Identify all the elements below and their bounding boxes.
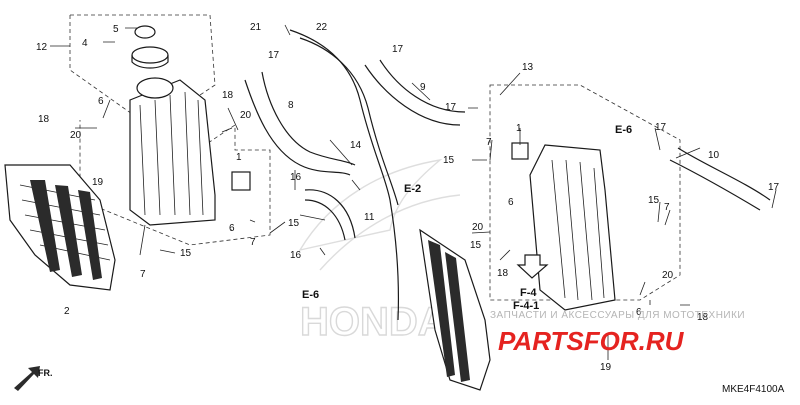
part-label-6-d[interactable]: 6: [636, 307, 642, 318]
group-outline-12-top: [70, 14, 216, 96]
watermark-tagline: ЗАПЧАСТИ И АКСЕССУАРЫ ДЛЯ МОТОТЕХНИКИ: [490, 310, 745, 321]
ref-e2[interactable]: E-2: [404, 183, 421, 195]
hose-9: [364, 64, 461, 126]
part-label-17-e[interactable]: 17: [768, 182, 780, 193]
part-label-16-a[interactable]: 16: [290, 172, 302, 183]
part-label-5[interactable]: 5: [113, 24, 119, 35]
right-radiator: [511, 142, 616, 311]
part-label-4[interactable]: 4: [82, 38, 88, 49]
part-label-15-e[interactable]: 15: [470, 240, 482, 251]
part-label-17-c[interactable]: 17: [445, 102, 457, 113]
part-label-20-d[interactable]: 20: [662, 270, 674, 281]
part-label-18-b[interactable]: 18: [222, 90, 234, 101]
part-label-15-b[interactable]: 15: [180, 248, 192, 259]
radiator-cap: [131, 25, 169, 69]
part-label-9[interactable]: 9: [420, 82, 426, 93]
right-shroud: [419, 228, 491, 391]
left-shroud: [4, 164, 116, 291]
part-label-17-d[interactable]: 17: [655, 122, 667, 133]
part-label-17-a[interactable]: 17: [268, 50, 280, 61]
part-label-7-a[interactable]: 7: [250, 237, 256, 248]
part-label-16-b[interactable]: 16: [290, 250, 302, 261]
part-number-labels: 5 4 12 6 18 20 19 2 18 20 1 6 7 15 7 15 …: [36, 22, 780, 373]
diagram-code: MKE4F4100A: [722, 384, 785, 395]
part-label-15-d[interactable]: 15: [648, 195, 660, 206]
left-damper-block: [231, 171, 251, 191]
watermark-site: PARTSFOR.RU: [498, 326, 685, 356]
part-label-18-c[interactable]: 18: [497, 268, 509, 279]
front-direction-label: FR.: [38, 368, 53, 378]
part-label-12[interactable]: 12: [36, 42, 48, 53]
part-label-19-b[interactable]: 19: [600, 362, 612, 373]
part-label-10[interactable]: 10: [708, 150, 720, 161]
reference-labels: E-2 E-6 E-6 F-4 F-4-1 FR.: [38, 124, 632, 378]
part-label-6-b[interactable]: 6: [229, 223, 235, 234]
part-label-1-b[interactable]: 1: [516, 123, 522, 134]
ref-f4[interactable]: F-4: [520, 287, 537, 299]
f4-arrow: [516, 254, 549, 279]
right-damper-block: [511, 142, 529, 160]
part-label-7-b[interactable]: 7: [140, 269, 146, 280]
part-label-13[interactable]: 13: [522, 62, 534, 73]
hose-8: [244, 79, 351, 176]
hose-22: [289, 29, 400, 321]
part-label-17-b[interactable]: 17: [392, 44, 404, 55]
part-label-22[interactable]: 22: [316, 22, 328, 33]
group-outline-13: [489, 84, 681, 301]
part-label-15-a[interactable]: 15: [288, 218, 300, 229]
part-label-14[interactable]: 14: [350, 140, 362, 151]
part-label-7-c[interactable]: 7: [486, 137, 492, 148]
hose-11: [304, 199, 346, 241]
part-label-1-a[interactable]: 1: [236, 152, 242, 163]
part-label-11[interactable]: 11: [364, 212, 375, 223]
part-label-7-d[interactable]: 7: [664, 202, 670, 213]
part-label-2[interactable]: 2: [64, 306, 70, 317]
part-label-19-a[interactable]: 19: [92, 177, 104, 188]
front-arrow: [14, 366, 40, 391]
part-label-20-c[interactable]: 20: [472, 222, 484, 233]
part-label-8[interactable]: 8: [288, 100, 294, 111]
part-label-6-a[interactable]: 6: [98, 96, 104, 107]
part-label-21[interactable]: 21: [250, 22, 262, 33]
part-label-15-c[interactable]: 15: [443, 155, 455, 166]
honda-wing-watermark: HONDA: [298, 158, 461, 345]
leader-lines: [50, 24, 777, 360]
part-label-18-d[interactable]: 18: [697, 312, 709, 323]
part-label-6-c[interactable]: 6: [508, 197, 514, 208]
part-label-20-b[interactable]: 20: [240, 110, 252, 121]
honda-brand-watermark: HONDA: [300, 300, 447, 344]
part-label-18-a[interactable]: 18: [38, 114, 50, 125]
ref-f4-1[interactable]: F-4-1: [513, 300, 539, 312]
ref-e6-left[interactable]: E-6: [302, 289, 319, 301]
hose-10: [669, 159, 761, 211]
ref-e6-right[interactable]: E-6: [615, 124, 632, 136]
part-label-20-a[interactable]: 20: [70, 130, 82, 141]
left-radiator: [129, 77, 251, 226]
